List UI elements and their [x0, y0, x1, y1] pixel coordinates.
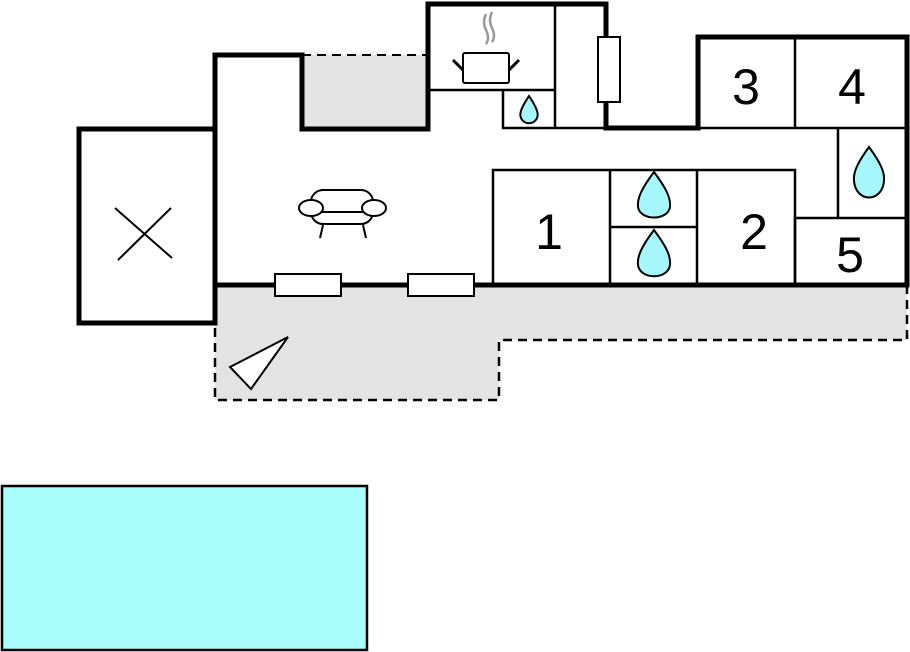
fireplace-x-icon [114, 207, 173, 261]
water-drop-icon [636, 170, 672, 219]
terrace-bottom-border [213, 285, 909, 402]
terrace-bottom [215, 285, 907, 400]
window-icon [274, 273, 342, 297]
sofa-icon [298, 189, 387, 239]
water-drop-icon [852, 145, 886, 199]
windows [274, 36, 621, 297]
compass-triangle-icon [228, 336, 289, 391]
water-drop-icon [519, 94, 539, 125]
terrace-top [302, 55, 428, 129]
water-drop-icon [636, 228, 672, 278]
room-label-3: 3 [732, 59, 760, 115]
pool-icon [0, 484, 369, 652]
cooking-pot-icon [451, 11, 521, 84]
room-label-4: 4 [838, 59, 866, 115]
room-label-2: 2 [740, 204, 768, 260]
window-icon [407, 273, 475, 297]
room-label-5: 5 [836, 227, 864, 283]
window-icon [597, 36, 621, 103]
room-label-1: 1 [535, 204, 563, 260]
